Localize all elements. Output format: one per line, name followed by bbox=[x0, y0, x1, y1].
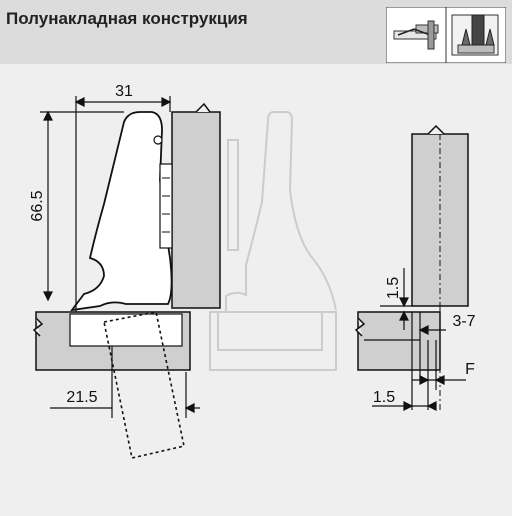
half-overlay-hinge-icon bbox=[393, 20, 439, 50]
dim-overlay-label: 3-7 bbox=[452, 313, 475, 330]
side-view bbox=[354, 124, 469, 410]
page-title: Полунакладная конструкция bbox=[6, 9, 248, 28]
dim-lines-main bbox=[40, 96, 200, 418]
cabinet-side-main bbox=[171, 102, 221, 309]
dim-width-label: 31 bbox=[115, 83, 133, 100]
dim-height-label: 66.5 bbox=[29, 190, 46, 221]
hinge-section-icon bbox=[451, 14, 499, 56]
dim-bottom-gap-label: 1.5 bbox=[373, 389, 395, 406]
ghost-hinge bbox=[209, 111, 337, 371]
hinge-drawing: 31 66.5 21.5 1.5 3-7 F 1.5 bbox=[29, 83, 476, 459]
dim-offset-label: 21.5 bbox=[66, 389, 97, 406]
dim-lines-side bbox=[372, 268, 466, 411]
icon-box bbox=[385, 6, 507, 64]
door-panel-main bbox=[32, 311, 191, 371]
dim-f-label: F bbox=[465, 361, 475, 378]
hinge-body bbox=[69, 111, 173, 312]
header-bar: Полунакладная конструкция bbox=[0, 0, 512, 64]
dashed-open-door bbox=[103, 311, 185, 459]
dim-side-gap-label: 1.5 bbox=[385, 277, 402, 299]
